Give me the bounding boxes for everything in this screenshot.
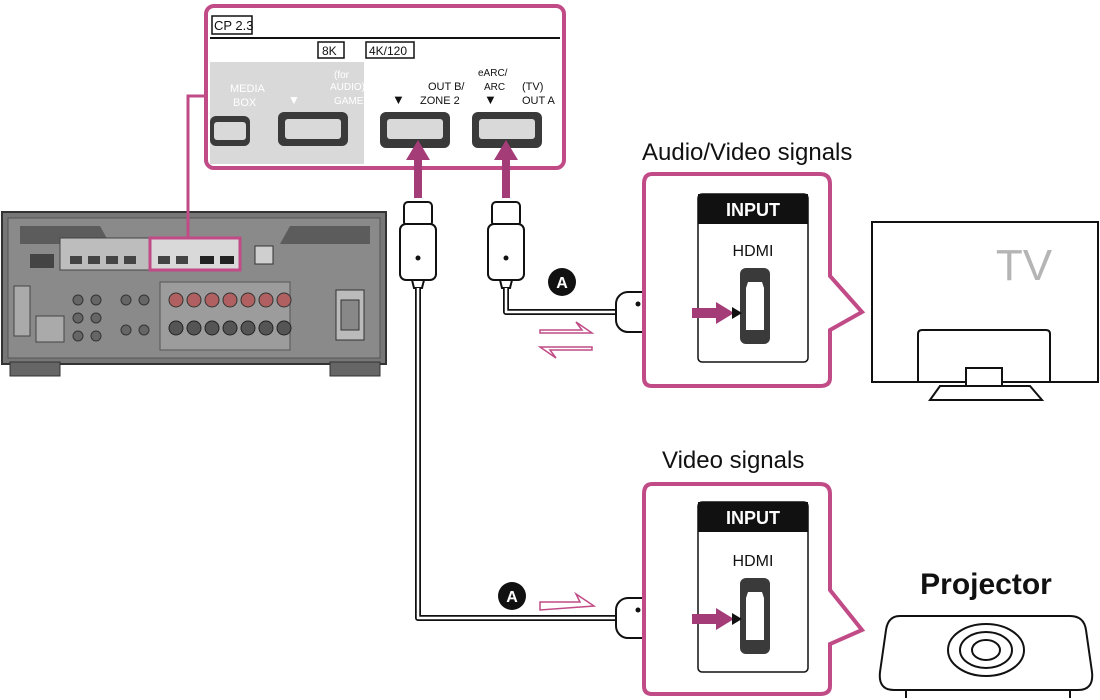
svg-text:A: A (556, 275, 568, 292)
video-signals-label: Video signals (662, 447, 804, 474)
hdmi-jack-icon (740, 578, 770, 654)
cable-marker-tv: A (548, 268, 576, 296)
tv-label: TV (996, 241, 1053, 290)
projector-hdmi-label: HDMI (733, 553, 774, 570)
tv-hdmi-label: HDMI (733, 243, 774, 260)
port-label-out-b: OUT B/ZONE 2 (420, 81, 465, 107)
hdcp-label: CP 2.3 (214, 18, 254, 33)
plug-in-arrows (406, 140, 518, 198)
av-receiver (1, 211, 387, 377)
projector-device (878, 615, 1094, 698)
port-arrow-out-b: ▼ (392, 92, 405, 107)
bidirectional-arrows-icon (537, 321, 595, 359)
cable-marker-projector: A (498, 582, 526, 610)
badge-4k120: 4K/120 (369, 44, 407, 58)
projector-insert-arrow (692, 608, 742, 630)
hdmi-cable-to-projector (399, 201, 616, 621)
hdmi-jack-icon (740, 268, 770, 344)
right-arrow-icon (539, 591, 597, 611)
tv-input-label: INPUT (726, 200, 780, 220)
projector-input-label: INPUT (726, 508, 780, 528)
projector-label: Projector (920, 568, 1052, 601)
tv-device: TV (871, 221, 1099, 401)
port-label-out-a: (TV)OUT A (522, 81, 555, 107)
svg-text:A: A (506, 589, 518, 606)
tv-insert-arrow (692, 302, 742, 324)
av-signals-label: Audio/Video signals (642, 139, 852, 166)
badge-8k: 8K (322, 44, 337, 58)
port-arrow-grey: ▼ (288, 93, 300, 107)
hdmi-cable-to-tv (487, 201, 616, 315)
port-label-earc: eARC/ARC (478, 68, 508, 93)
port-arrow-earc: ▼ (484, 92, 497, 107)
